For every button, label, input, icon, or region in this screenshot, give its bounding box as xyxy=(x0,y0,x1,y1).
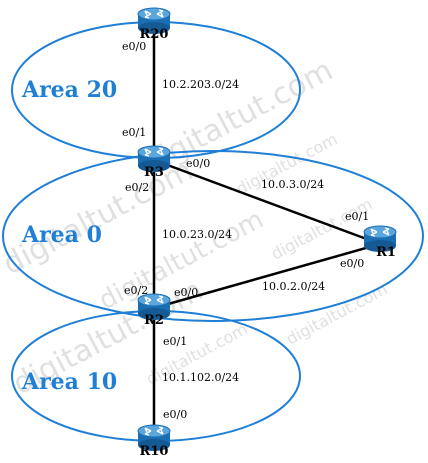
iface-r3-e0-0: e0/0 xyxy=(186,157,210,170)
links xyxy=(152,26,381,440)
iface-r3-e0-1: e0/1 xyxy=(122,126,146,139)
area-0-label: Area 0 xyxy=(21,222,102,248)
router-label: R20 xyxy=(140,27,169,42)
link-r3-r1 xyxy=(153,158,381,246)
router-r2[interactable]: R2 xyxy=(137,293,171,328)
iface-r20-e0-0: e0/0 xyxy=(122,40,146,53)
watermark-4: digitaltut.com xyxy=(268,194,376,263)
iface-r2-e0-0: e0/0 xyxy=(174,286,198,299)
router-r1[interactable]: R1 xyxy=(363,225,397,260)
router-label: R1 xyxy=(376,245,396,260)
link-r2-r1 xyxy=(153,242,381,310)
iface-r2-e0-2: e0/2 xyxy=(124,284,148,297)
router-label: R3 xyxy=(144,165,164,180)
router-r3[interactable]: R3 xyxy=(137,145,171,180)
router-r20[interactable]: R20 xyxy=(137,7,171,42)
subnet-r3-r1: 10.0.3.0/24 xyxy=(261,178,324,191)
area-20-label: Area 20 xyxy=(21,77,117,103)
subnet-r2-r1: 10.0.2.0/24 xyxy=(262,280,325,293)
iface-r3-e0-2: e0/2 xyxy=(125,181,149,194)
iface-r2-e0-1: e0/1 xyxy=(163,335,187,348)
iface-r10-e0-0: e0/0 xyxy=(163,408,187,421)
router-label: R10 xyxy=(140,444,169,459)
subnet-r3-r2: 10.0.23.0/24 xyxy=(162,228,232,241)
iface-r1-e0-0: e0/0 xyxy=(340,257,364,270)
area-10-label: Area 10 xyxy=(21,369,117,395)
router-r10[interactable]: R10 xyxy=(137,424,171,459)
router-label: R2 xyxy=(144,313,164,328)
subnet-r2-r10: 10.1.102.0/24 xyxy=(162,371,239,384)
area-0-outline xyxy=(2,150,424,322)
subnet-r20-r3: 10.2.203.0/24 xyxy=(162,78,239,91)
iface-r1-e0-1: e0/1 xyxy=(345,210,369,223)
